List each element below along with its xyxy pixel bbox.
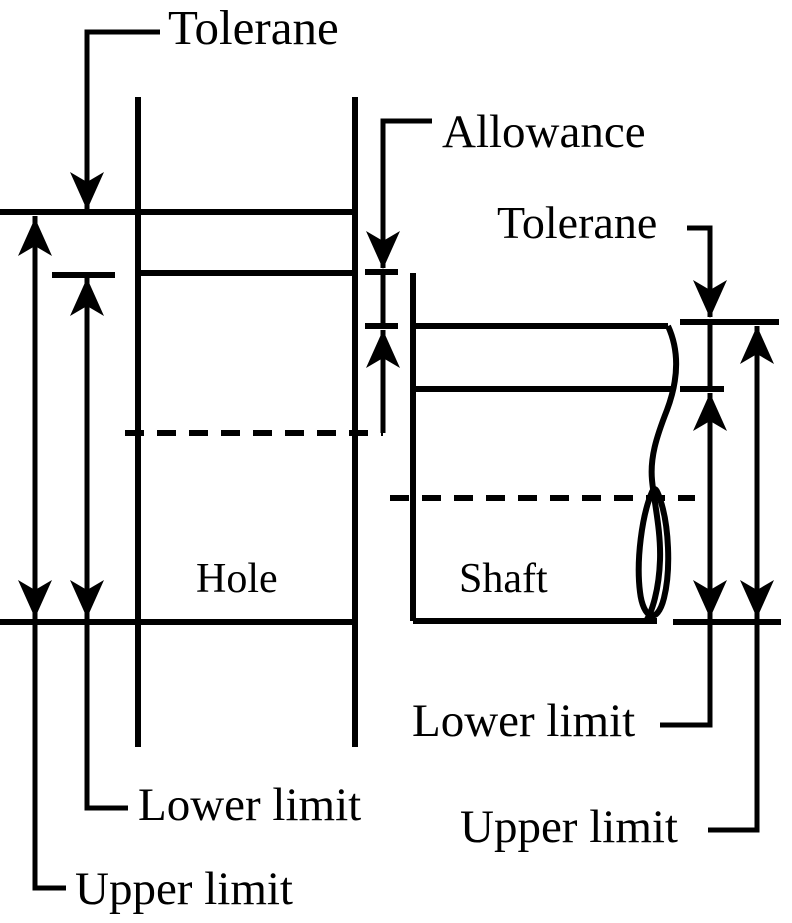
shaft-lower-limit-label: Lower limit xyxy=(412,695,635,747)
hole-tolerance-label: Tolerane xyxy=(168,0,339,55)
hole-upper-limit-dimension-line xyxy=(32,216,66,891)
shaft-break-line-loop xyxy=(635,486,672,619)
shaft-lower-limit-dimension-line xyxy=(660,393,713,728)
shaft-tolerance-label: Tolerane xyxy=(497,197,657,248)
shaft-upper-limit-label: Upper limit xyxy=(460,801,678,853)
hole-lower-limit-dimension-line xyxy=(84,278,128,811)
hole-label: Hole xyxy=(196,556,278,602)
hole-upper-limit-label: Upper limit xyxy=(75,863,293,915)
shaft-tolerance-leader-line xyxy=(687,225,713,317)
shaft-break-line-curve xyxy=(643,324,680,623)
hole-tolerance-leader-line xyxy=(84,29,160,210)
shaft-label: Shaft xyxy=(459,556,548,602)
hole-lower-limit-label: Lower limit xyxy=(138,779,361,831)
shaft-upper-limit-dimension-line xyxy=(708,326,760,833)
allowance-leader-line xyxy=(380,118,432,268)
allowance-label: Allowance xyxy=(442,106,646,158)
